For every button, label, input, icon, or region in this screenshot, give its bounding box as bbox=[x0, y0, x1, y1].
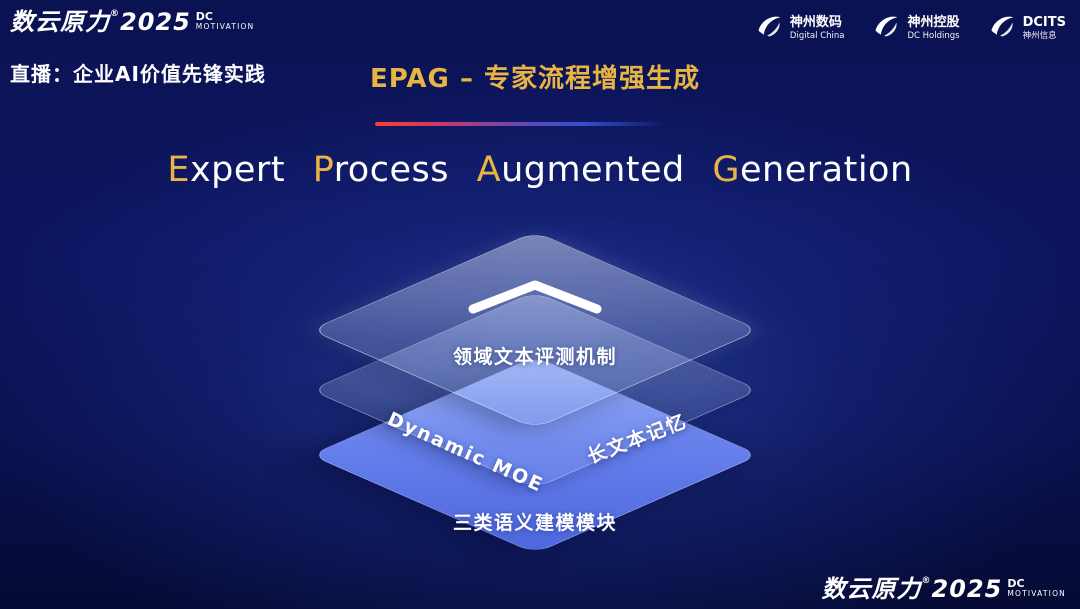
live-stream-label: 直播：企业AI价值先锋实践 bbox=[10, 62, 266, 86]
partner-name-en: DC Holdings bbox=[907, 30, 960, 41]
brand-motivation-label: MOTIVATION bbox=[1007, 588, 1066, 598]
brand-logo-top-left: 数云原力®2025 DC MOTIVATION bbox=[10, 8, 255, 36]
heading-word: Generation bbox=[712, 150, 913, 190]
partner-name-cn: 神州控股 bbox=[907, 15, 960, 31]
heading-word: Process bbox=[312, 150, 449, 190]
digital-china-swoosh-icon bbox=[755, 12, 783, 44]
heading-word: Augmented bbox=[476, 150, 685, 190]
gradient-divider bbox=[375, 122, 665, 126]
brand-dc-label: DC bbox=[195, 10, 214, 23]
partner-name-cn: 神州信息 bbox=[1022, 30, 1057, 41]
dcits-swoosh-icon bbox=[988, 12, 1016, 44]
registered-mark: ® bbox=[921, 576, 932, 586]
heading-word: Expert bbox=[167, 150, 286, 190]
brand-dc-label: DC bbox=[1007, 577, 1025, 590]
partner-dcits: DCITS 神州信息 bbox=[988, 12, 1066, 44]
brand-name: 数云原力®2025 bbox=[10, 8, 191, 36]
partner-name-en: Digital China bbox=[789, 30, 845, 41]
brand-logo-bottom-right: 数云原力®2025 DC MOTIVATION bbox=[821, 575, 1066, 603]
brand-subtitle: DC MOTIVATION bbox=[196, 11, 255, 30]
slide-heading: Expert Process Augmented Generation bbox=[0, 150, 1080, 190]
brand-subtitle: DC MOTIVATION bbox=[1007, 578, 1066, 597]
slide-title: EPAG – 专家流程增强生成 bbox=[370, 64, 700, 94]
partner-name-cn: 神州数码 bbox=[789, 15, 842, 31]
partner-name-en: DCITS bbox=[1022, 15, 1066, 31]
brand-name: 数云原力®2025 bbox=[821, 575, 1003, 603]
chevron-up-icon bbox=[467, 276, 603, 320]
partner-digital-china: 神州数码 Digital China bbox=[755, 12, 845, 44]
bottom-layer-label: 三类语义建模模块 bbox=[452, 512, 617, 534]
brand-motivation-label: MOTIVATION bbox=[195, 21, 255, 31]
partner-logos: 神州数码 Digital China 神州控股 DC Holdings DCIT… bbox=[755, 12, 1066, 44]
registered-mark: ® bbox=[110, 9, 120, 19]
partner-dc-holdings: 神州控股 DC Holdings bbox=[872, 12, 960, 44]
top-layer-label: 领域文本评测机制 bbox=[452, 346, 617, 368]
dc-holdings-swoosh-icon bbox=[872, 12, 900, 44]
